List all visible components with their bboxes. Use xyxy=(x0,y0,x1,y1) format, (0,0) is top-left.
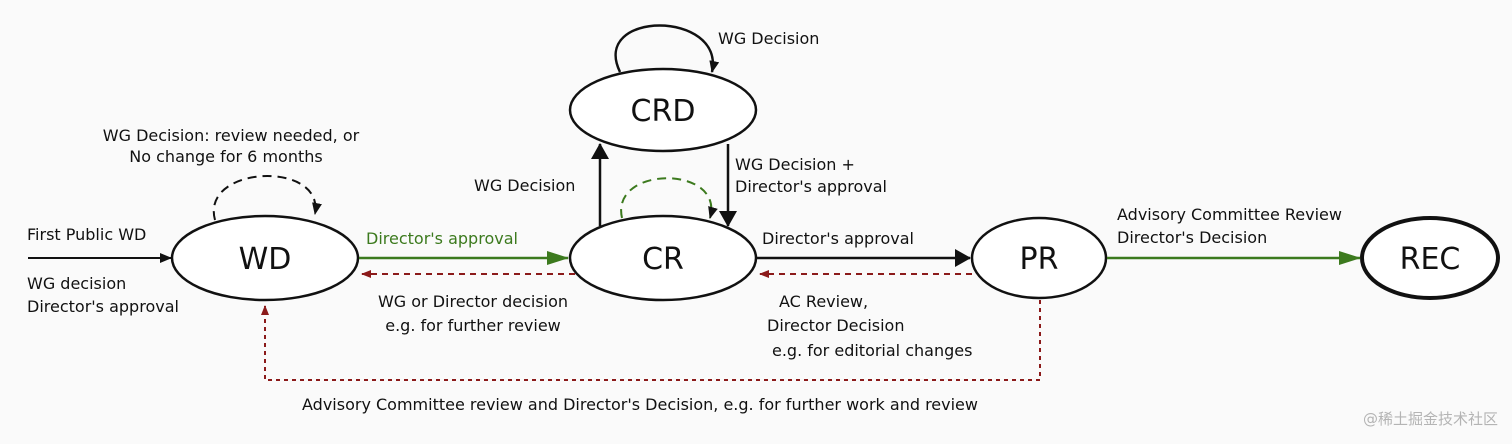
node-crd xyxy=(568,67,758,153)
label-first-public-wd: First Public WD xyxy=(27,225,146,244)
node-wd xyxy=(170,214,360,302)
label-cr-to-crd: WG Decision xyxy=(474,176,575,195)
edge-wd-self-loop xyxy=(212,175,322,221)
label-wd-self-loop-line1: WG Decision: review needed, or xyxy=(103,126,360,145)
node-rec-label: REC xyxy=(1400,242,1461,277)
edge-cr-self-loop xyxy=(620,177,718,219)
node-wd-label: WD xyxy=(239,242,292,277)
edge-crd-self-loop xyxy=(614,24,720,73)
label-wd-to-cr: Director's approval xyxy=(366,229,518,248)
edge-pr-to-wd xyxy=(261,300,1041,381)
label-pr-to-cr-line2: Director Decision xyxy=(767,316,904,335)
label-pr-to-cr-line1: AC Review, xyxy=(779,292,868,311)
node-rec xyxy=(1360,216,1500,300)
node-pr-label: PR xyxy=(1020,242,1059,277)
label-crd-to-cr-line2: Director's approval xyxy=(735,177,887,196)
label-cr-to-pr: Director's approval xyxy=(762,229,914,248)
label-pr-to-cr-line3: e.g. for editorial changes xyxy=(772,341,972,360)
label-cr-to-wd-line2: e.g. for further review xyxy=(385,316,561,335)
label-crd-to-cr-line1: WG Decision + xyxy=(735,155,855,174)
label-cr-to-wd-line1: WG or Director decision xyxy=(378,292,568,311)
node-cr xyxy=(568,214,758,302)
node-pr xyxy=(970,216,1108,300)
label-pr-to-rec-line1: Advisory Committee Review xyxy=(1117,205,1342,224)
watermark: @稀土掘金技术社区 xyxy=(1363,410,1498,428)
label-wd-entry-line1: WG decision xyxy=(27,274,126,293)
node-cr-label: CR xyxy=(642,242,684,277)
label-wd-entry-line2: Director's approval xyxy=(27,297,179,316)
label-crd-self-loop: WG Decision xyxy=(718,29,819,48)
label-pr-to-rec-line2: Director's Decision xyxy=(1117,228,1267,247)
label-wd-self-loop-line2: No change for 6 months xyxy=(129,147,322,166)
label-pr-to-wd: Advisory Committee review and Director's… xyxy=(302,395,978,414)
node-crd-label: CRD xyxy=(631,94,696,129)
